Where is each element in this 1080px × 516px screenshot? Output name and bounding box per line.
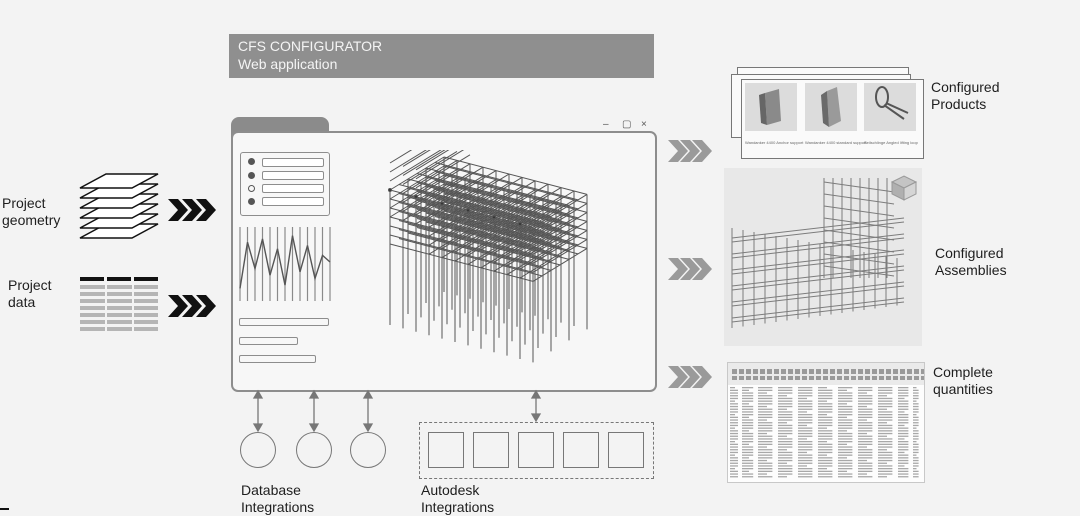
autodesk-integrations-label: Autodesk Integrations <box>421 482 495 515</box>
product-image-1 <box>745 83 797 131</box>
header-banner: CFS CONFIGURATOR Web application <box>229 34 654 78</box>
quantities-output-arrow <box>668 366 712 388</box>
radio-option-2[interactable] <box>248 172 255 179</box>
autodesk-integration-5[interactable] <box>608 432 644 468</box>
view-cube-icon <box>890 175 918 201</box>
form-field-2[interactable] <box>262 171 324 180</box>
form-field-1[interactable] <box>262 158 324 167</box>
header-subtitle: Web application <box>238 56 338 72</box>
autodesk-integration-4[interactable] <box>563 432 599 468</box>
corner-mark <box>0 508 9 510</box>
product-caption-1: Wandanker 4400 Anchor support <box>745 140 804 145</box>
configured-assemblies-label: Configured Assemblies <box>935 245 1007 278</box>
product-image-2 <box>805 83 857 131</box>
maximize-icon[interactable]: ▢ <box>622 119 632 130</box>
assemblies-output-arrow <box>668 258 712 280</box>
configured-assemblies-image[interactable] <box>724 168 922 346</box>
close-icon[interactable]: × <box>641 119 647 130</box>
data-table-icon <box>80 277 158 333</box>
header-title: CFS CONFIGURATOR <box>238 38 383 54</box>
data-input-arrow <box>168 295 216 317</box>
configured-products-label: Configured Products <box>931 79 1000 112</box>
progress-bar-2 <box>239 337 298 345</box>
radio-option-1[interactable] <box>248 158 255 165</box>
form-field-4[interactable] <box>262 197 324 206</box>
product-caption-2: Wandanker 4400 standard support <box>805 140 867 145</box>
autodesk-integration-2[interactable] <box>473 432 509 468</box>
database-integration-3[interactable] <box>350 432 386 468</box>
products-output-arrow <box>668 140 712 162</box>
geometry-input-arrow <box>168 199 216 221</box>
database-integration-1[interactable] <box>240 432 276 468</box>
progress-bar-3 <box>239 355 316 363</box>
project-data-label: Project data <box>8 277 52 310</box>
autodesk-integration-group <box>419 422 654 479</box>
form-field-3[interactable] <box>262 184 324 193</box>
project-geometry-label: Project geometry <box>2 195 61 228</box>
database-integrations-label: Database Integrations <box>241 482 315 515</box>
autodesk-integration-1[interactable] <box>428 432 464 468</box>
database-integration-2[interactable] <box>296 432 332 468</box>
integration-connectors <box>252 389 542 433</box>
autodesk-integration-3[interactable] <box>518 432 554 468</box>
product-image-3 <box>864 83 916 131</box>
quantities-spreadsheet-image[interactable] <box>727 362 926 483</box>
structure-3d-view <box>388 150 588 363</box>
geometry-layers-icon <box>79 173 159 239</box>
progress-bar-1 <box>239 318 329 326</box>
product-caption-3: Seilschlinge Angled lifting loop <box>864 140 918 145</box>
radio-option-4[interactable] <box>248 198 255 205</box>
radio-option-3[interactable] <box>248 185 255 192</box>
minimize-icon[interactable]: – <box>603 119 609 130</box>
complete-quantities-label: Complete quantities <box>933 364 993 397</box>
wave-graph <box>239 227 331 301</box>
